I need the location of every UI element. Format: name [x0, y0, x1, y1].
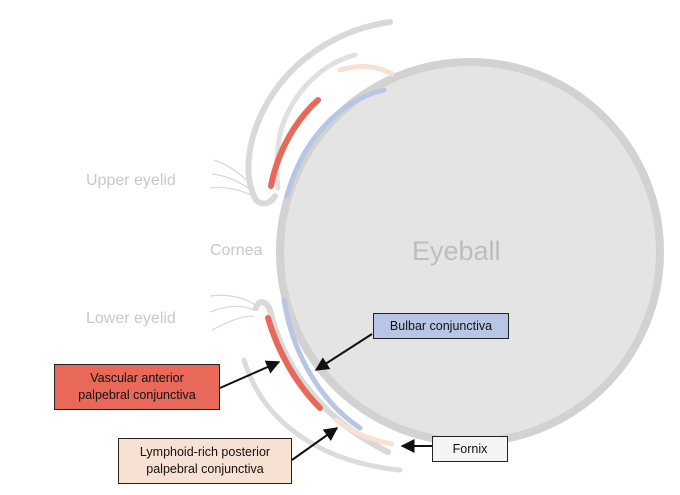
- vascular-line2: palpebral conjunctiva: [78, 388, 196, 402]
- upper-fornix-peach: [337, 64, 395, 77]
- arrow-bulbar: [314, 333, 373, 371]
- upper-eyelashes: [209, 159, 255, 197]
- arrow-lymphoid: [291, 427, 339, 461]
- lower-bulbar-blue: [281, 297, 363, 431]
- lower-eyelid-inner: [241, 357, 403, 473]
- lymphoid-box: Lymphoid-rich posterior palpebral conjun…: [118, 438, 292, 484]
- lymphoid-line2: palpebral conjunctiva: [146, 462, 264, 476]
- fornix-box: Fornix: [432, 436, 508, 462]
- eyeball-label: Eyeball: [412, 236, 501, 266]
- lymphoid-line1: Lymphoid-rich posterior: [139, 445, 271, 459]
- fornix-text: Fornix: [452, 441, 488, 456]
- vascular-line1: Vascular anterior: [90, 371, 184, 385]
- upper-eyelid-outline: [245, 19, 393, 207]
- lower-eyelid-label: Lower eyelid: [86, 310, 176, 327]
- upper-vascular-red: [268, 97, 321, 189]
- bulbar-conjunctiva-box: Bulbar conjunctiva: [373, 313, 509, 339]
- lower-lymphoid-peach: [333, 417, 395, 447]
- bulbar-conjunctiva-text: Bulbar conjunctiva: [389, 318, 493, 333]
- arrow-vascular: [219, 360, 281, 389]
- upper-eyelid-label: Upper eyelid: [86, 172, 176, 189]
- vascular-box: Vascular anterior palpebral conjunctiva: [54, 364, 220, 410]
- cornea-label: Cornea: [210, 242, 263, 259]
- lower-eyelashes: [209, 294, 255, 331]
- lower-vascular-red: [265, 315, 323, 411]
- upper-bulbar-blue: [284, 87, 387, 199]
